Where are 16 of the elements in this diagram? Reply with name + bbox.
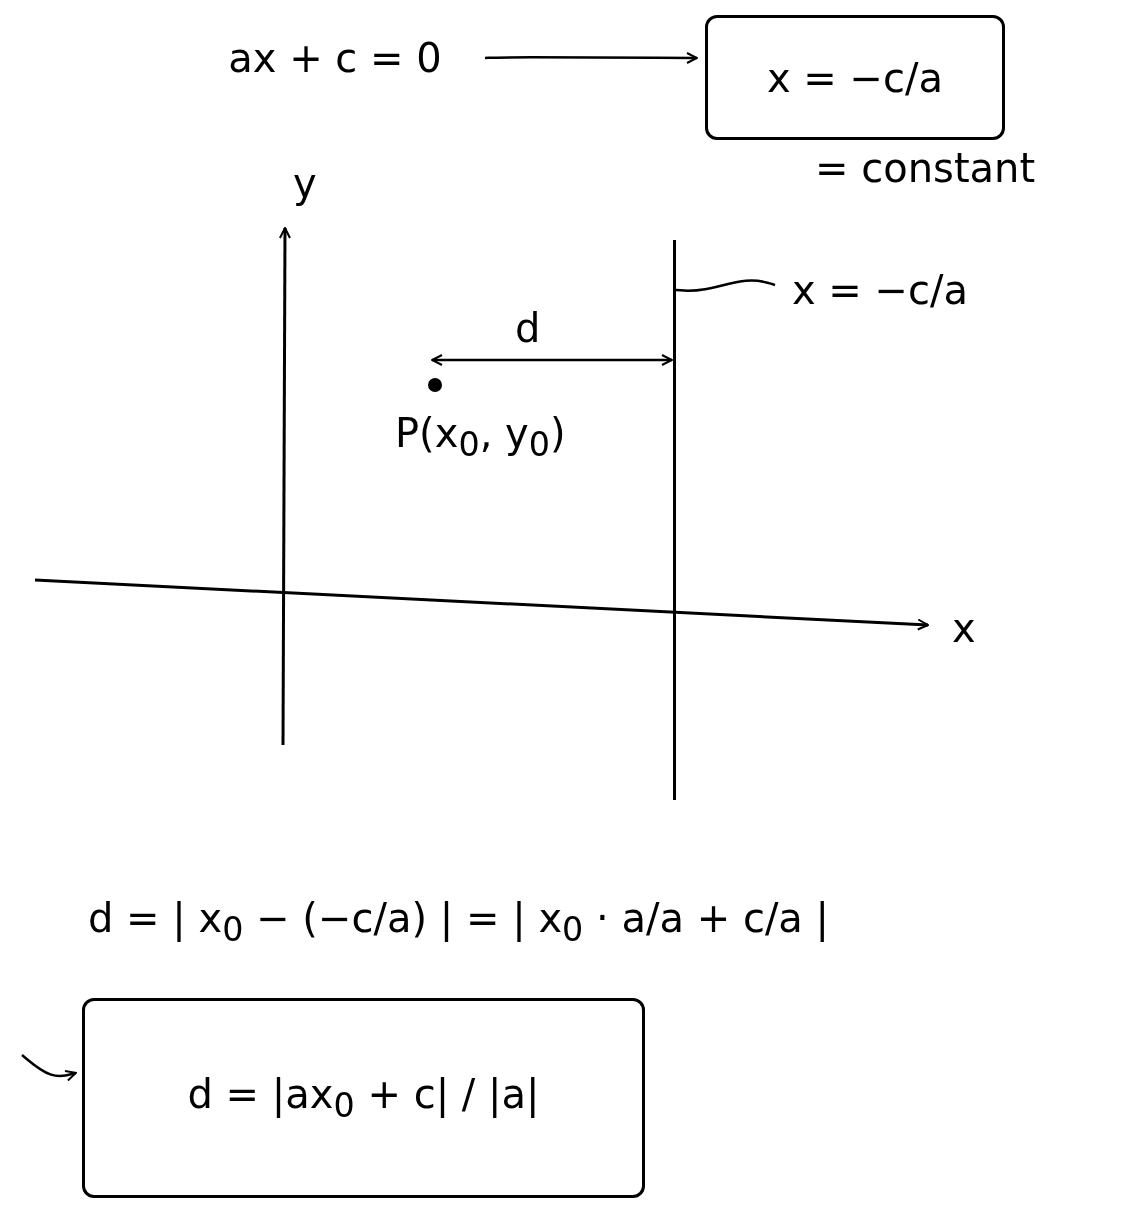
equation: d = |ax$_{0}$ + c| / |a| [187,1071,540,1125]
answer-box [705,15,1005,140]
equation: x = −c/a [791,267,969,313]
point-label: P(x$_{0}$, y$_{0}$) [395,410,566,464]
equation: d = | x$_{0}$ − (−c/a) | = | x$_{0}$ · a/a + c/a | [88,895,830,949]
equation-note: = constant [815,145,1036,191]
arrow [21,1054,77,1082]
axis-label: y [293,160,317,206]
equation: x = −c/a [766,54,944,101]
answer-box [82,998,645,1198]
leader-line [675,279,776,292]
axis-label: x [952,605,976,651]
arrow [484,52,698,64]
vertical-line [673,240,676,800]
equation: ax + c = 0 [228,35,442,81]
dimension-label: d [515,305,541,351]
